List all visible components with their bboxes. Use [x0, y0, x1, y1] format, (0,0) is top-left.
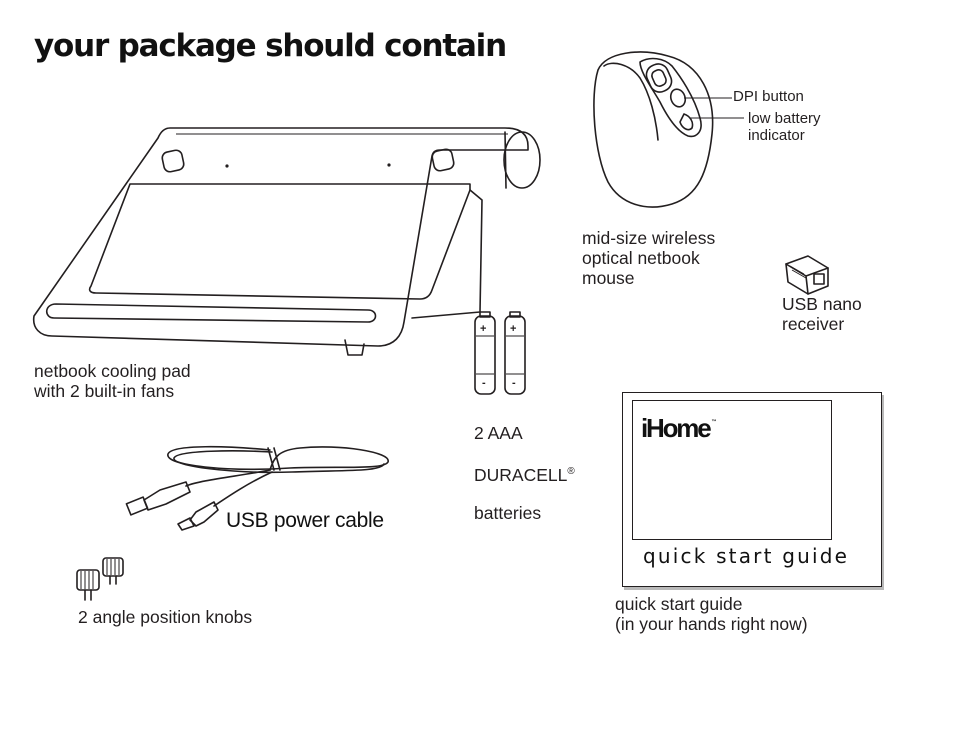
guide-caption: quick start guide (in your hands right n…	[615, 594, 808, 634]
receiver-caption: USB nano receiver	[782, 294, 862, 334]
knobs-caption: 2 angle position knobs	[78, 607, 253, 627]
batteries-caption-line3: batteries	[474, 502, 542, 523]
low-battery-callout: low battery indicator	[748, 110, 821, 144]
mouse-caption: mid-size wireless optical netbook mouse	[582, 228, 716, 288]
battery-2-minus: -	[512, 377, 516, 389]
batteries-caption-line1: 2 AAA	[474, 423, 523, 443]
battery-1-plus: +	[480, 323, 487, 335]
batteries-caption-line2: DURACELL®	[474, 462, 575, 485]
page-title: your package should contain	[34, 28, 507, 64]
ihome-brand: iHome	[641, 413, 712, 443]
batteries-caption: 2 AAA DURACELL® batteries	[474, 405, 575, 542]
trademark-mark: ™	[711, 419, 717, 425]
battery-1-minus: -	[482, 377, 486, 389]
duracell-brand: DURACELL	[474, 464, 568, 485]
registered-mark: ®	[567, 466, 575, 477]
cooling-pad-caption: netbook cooling pad with 2 built-in fans	[34, 361, 191, 401]
guide-cover-label: quick start guide	[643, 544, 850, 568]
cable-caption: USB power cable	[226, 509, 384, 532]
battery-2-plus: +	[510, 323, 517, 335]
dpi-button-callout: DPI button	[733, 88, 804, 105]
